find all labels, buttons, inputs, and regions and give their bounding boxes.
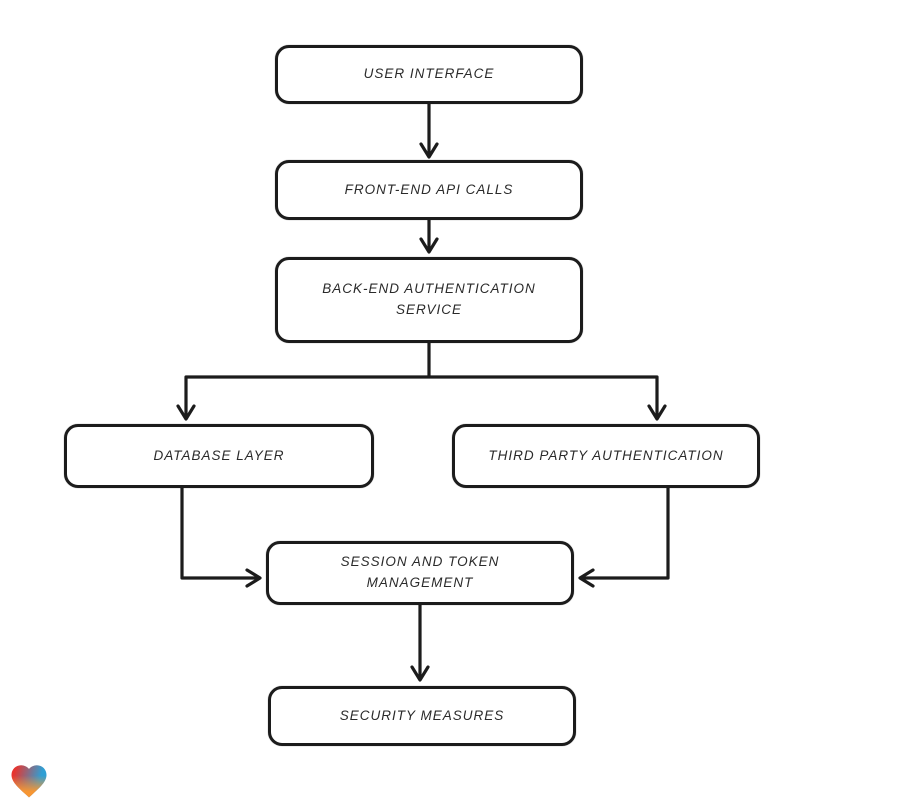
node-user-interface[interactable]: USER INTERFACE [275, 45, 583, 104]
node-label: DATABASE LAYER [153, 447, 285, 463]
arrowhead-left-icon [578, 568, 595, 588]
node-back-end-authentication-service[interactable]: BACK-END AUTHENTICATION SERVICE [275, 257, 583, 343]
heart-gradient-icon [11, 765, 47, 798]
node-label: THIRD PARTY AUTHENTICATION [488, 447, 724, 463]
node-security-measures[interactable]: SECURITY MEASURES [268, 686, 576, 746]
arrowhead-down-icon [410, 665, 430, 682]
node-label: BACK-END AUTHENTICATION SERVICE [322, 281, 536, 317]
brand-logo[interactable] [8, 760, 50, 802]
edge-database-to-session [180, 486, 261, 580]
node-session-and-token-management[interactable]: SESSION AND TOKEN MANAGEMENT [266, 541, 574, 605]
arrowhead-down-icon [419, 142, 439, 159]
edge-backend-branch [184, 341, 659, 420]
arrowhead-down-icon [419, 237, 439, 254]
node-label: FRONT-END API CALLS [344, 181, 514, 197]
arrowhead-down-icon [647, 404, 667, 421]
edge-thirdparty-to-session [579, 486, 670, 580]
node-label: SESSION AND TOKEN MANAGEMENT [340, 554, 500, 590]
node-label: SECURITY MEASURES [339, 707, 505, 723]
node-database-layer[interactable]: DATABASE LAYER [64, 424, 374, 488]
arrowhead-right-icon [245, 568, 262, 588]
arrowhead-down-icon [176, 404, 196, 421]
node-label: USER INTERFACE [363, 66, 495, 82]
node-third-party-authentication[interactable]: THIRD PARTY AUTHENTICATION [452, 424, 760, 488]
node-front-end-api-calls[interactable]: FRONT-END API CALLS [275, 160, 583, 220]
